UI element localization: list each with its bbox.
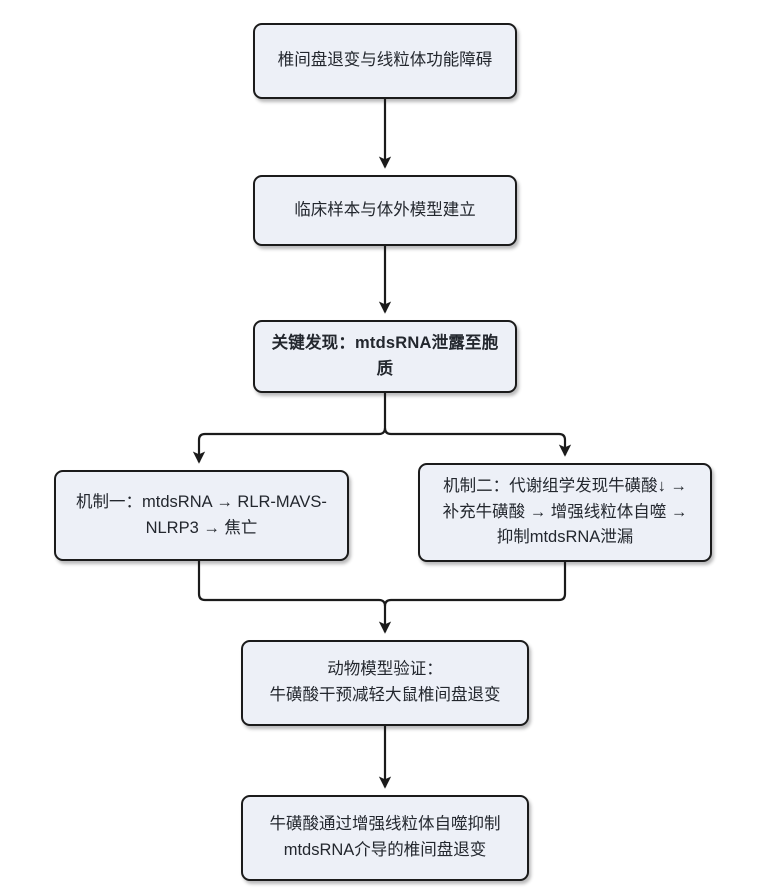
node-animal-model-label: 动物模型验证： 牛磺酸干预减轻大鼠椎间盘退变 [269, 660, 501, 704]
node-methods-label: 临床样本与体外模型建立 [294, 200, 476, 219]
node-mechanism-one[interactable]: 机制一：mtdsRNA → RLR-MAVS-NLRP3 → 焦亡 [54, 470, 349, 561]
node-key-finding-label: 关键发现：mtdsRNA泄露至胞质 [271, 333, 499, 378]
node-mechanism-two[interactable]: 机制二：代谢组学发现牛磺酸↓ → 补充牛磺酸 → 增强线粒体自噬 → 抑制mtd… [418, 463, 712, 562]
edge-finding-split [192, 393, 572, 464]
node-problem[interactable]: 椎间盘退变与线粒体功能障碍 [253, 23, 517, 99]
node-animal-model[interactable]: 动物模型验证： 牛磺酸干预减轻大鼠椎间盘退变 [241, 640, 529, 726]
node-conclusion[interactable]: 牛磺酸通过增强线粒体自噬抑制 mtdsRNA介导的椎间盘退变 [241, 795, 529, 881]
node-key-finding[interactable]: 关键发现：mtdsRNA泄露至胞质 [253, 320, 517, 393]
node-mechanism-one-label: 机制一：mtdsRNA → RLR-MAVS-NLRP3 → 焦亡 [76, 492, 327, 537]
node-mechanism-two-label: 机制二：代谢组学发现牛磺酸↓ → 补充牛磺酸 → 增强线粒体自噬 → 抑制mtd… [442, 477, 688, 547]
node-problem-label: 椎间盘退变与线粒体功能障碍 [277, 51, 493, 70]
node-methods[interactable]: 临床样本与体外模型建立 [253, 175, 517, 246]
node-conclusion-label: 牛磺酸通过增强线粒体自噬抑制 mtdsRNA介导的椎间盘退变 [269, 815, 501, 859]
edge-mechanisms-merge [197, 561, 567, 634]
